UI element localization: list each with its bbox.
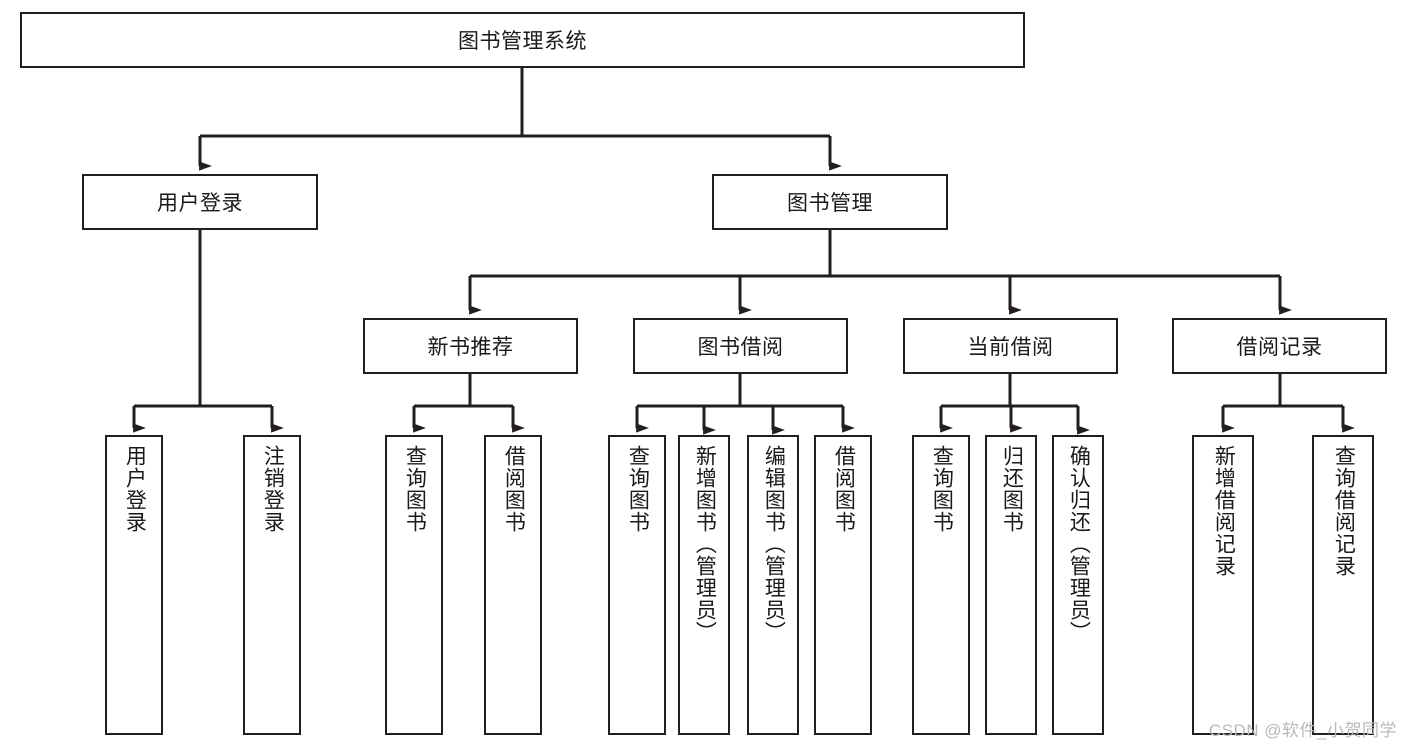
node-label: 确认归还（管理员）	[1067, 445, 1091, 643]
leaf-borrow-book[interactable]: 借阅图书	[814, 435, 872, 735]
leaf-confirm-return-admin[interactable]: 确认归还（管理员）	[1052, 435, 1104, 735]
leaf-user-login[interactable]: 用户登录	[105, 435, 163, 735]
leaf-query-book-current[interactable]: 查询图书	[912, 435, 970, 735]
node-label: 用户登录	[157, 192, 243, 215]
leaf-query-book-newbook[interactable]: 查询图书	[385, 435, 443, 735]
leaf-return-book[interactable]: 归还图书	[985, 435, 1037, 735]
node-label: 新增借阅记录	[1212, 445, 1236, 577]
node-label: 查询图书	[403, 445, 427, 533]
node-label: 借阅图书	[832, 445, 856, 533]
node-label: 借阅图书	[502, 445, 526, 533]
node-book-management[interactable]: 图书管理	[712, 174, 948, 230]
node-user-login[interactable]: 用户登录	[82, 174, 318, 230]
node-label: 注销登录	[261, 445, 285, 533]
node-label: 用户登录	[123, 445, 147, 533]
node-label: 新增图书（管理员）	[693, 445, 717, 643]
leaf-add-borrow-record[interactable]: 新增借阅记录	[1192, 435, 1254, 735]
leaf-add-book-admin[interactable]: 新增图书（管理员）	[678, 435, 730, 735]
node-label: 归还图书	[1000, 445, 1024, 533]
node-label: 查询图书	[626, 445, 650, 533]
node-book-borrow[interactable]: 图书借阅	[633, 318, 848, 374]
watermark: CSDN @软件_小贺同学	[1208, 721, 1397, 740]
node-label: 借阅记录	[1236, 336, 1323, 359]
node-label: 当前借阅	[967, 336, 1054, 359]
node-borrow-record[interactable]: 借阅记录	[1172, 318, 1387, 374]
leaf-query-book-borrow[interactable]: 查询图书	[608, 435, 666, 735]
node-label: 查询图书	[930, 445, 954, 533]
node-root-system[interactable]: 图书管理系统	[20, 12, 1025, 68]
node-new-book-recommend[interactable]: 新书推荐	[363, 318, 578, 374]
node-label: 查询借阅记录	[1332, 445, 1356, 577]
node-label: 图书借阅	[697, 336, 784, 359]
leaf-query-borrow-record[interactable]: 查询借阅记录	[1312, 435, 1374, 735]
leaf-logout[interactable]: 注销登录	[243, 435, 301, 735]
node-label: 图书管理	[787, 192, 873, 215]
node-label: 编辑图书（管理员）	[762, 445, 786, 643]
node-current-borrow[interactable]: 当前借阅	[903, 318, 1118, 374]
leaf-edit-book-admin[interactable]: 编辑图书（管理员）	[747, 435, 799, 735]
leaf-borrow-book-newbook[interactable]: 借阅图书	[484, 435, 542, 735]
node-label: 图书管理系统	[458, 30, 587, 53]
node-label: 新书推荐	[427, 336, 514, 359]
